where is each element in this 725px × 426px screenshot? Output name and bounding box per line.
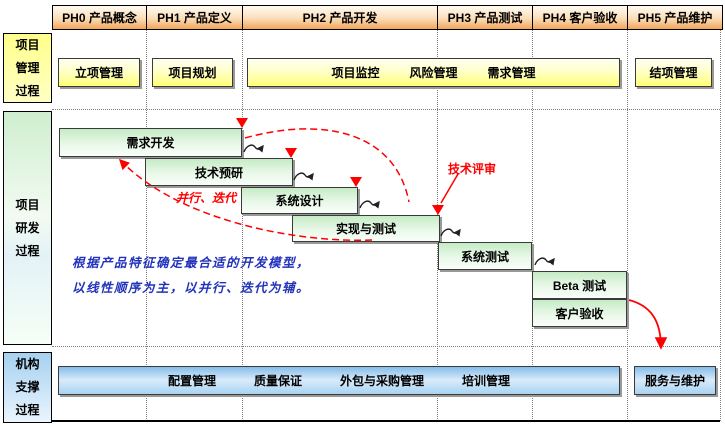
handoff-swirl-icon <box>440 228 461 237</box>
box-project-initiation: 立项管理 <box>58 58 140 87</box>
row-label-line: 研发 <box>15 220 40 235</box>
grid-vline-right-edge <box>720 30 721 421</box>
tech-review-pointer-line <box>440 173 459 204</box>
row-label-line: 机构 <box>15 357 40 371</box>
grid-vline-ph1-ph2 <box>242 30 243 421</box>
stage-requirement-development: 需求开发 <box>59 128 242 157</box>
milestone-triangle-icon <box>432 205 444 215</box>
stage-implementation-testing: 实现与测试 <box>292 215 440 242</box>
row-label-line: 项目 <box>15 197 40 212</box>
box-service-maintenance: 服务与维护 <box>634 366 716 395</box>
row-label-rnd: 项目 研发 过程 <box>3 111 52 345</box>
grid-hline-rnd-support <box>52 346 720 347</box>
bar-item-quality: 质量保证 <box>253 374 302 388</box>
phase-header-ph5: PH5 产品维护 <box>627 5 723 30</box>
tech-review-label: 技术评审 <box>448 162 497 176</box>
milestone-triangle-icon <box>285 148 297 158</box>
phase-header-ph0: PH0 产品概念 <box>52 5 147 30</box>
bar-item-risk: 风险管理 <box>409 66 458 80</box>
milestone-triangle-icon <box>350 177 362 187</box>
grid-vline-ph0-ph1 <box>146 30 147 421</box>
parallel-iteration-label: 并行、迭代 <box>176 191 237 205</box>
row-label-line: 支撑 <box>15 380 40 394</box>
phase-header-ph3: PH3 产品测试 <box>437 5 533 30</box>
to-service-arrow <box>628 299 668 350</box>
bar-item-configuration: 配置管理 <box>167 374 216 388</box>
row-label-line: 过程 <box>15 83 40 98</box>
bar-item-monitor: 项目监控 <box>331 66 380 80</box>
bar-item-requirement: 需求管理 <box>487 66 536 80</box>
box-project-closure: 结项管理 <box>635 58 712 87</box>
grid-hline-mgmt-rnd <box>52 109 720 110</box>
stage-beta-testing: Beta 测试 <box>532 271 627 299</box>
bar-project-monitoring: 项目监控 风险管理 需求管理 <box>247 58 620 87</box>
row-label-line: 管理 <box>15 60 40 75</box>
bar-support-processes: 配置管理 质量保证 外包与采购管理 培训管理 <box>58 366 620 395</box>
dev-model-note-line1: 根据产品特征确定最合适的开发模型， <box>72 255 311 270</box>
row-label-line: 项目 <box>15 37 40 52</box>
handoff-swirl-icon <box>293 172 314 181</box>
stage-customer-acceptance: 客户验收 <box>532 299 627 327</box>
diagram-bottom-border <box>3 420 720 422</box>
handoff-swirl-icon <box>534 257 555 266</box>
row-label-line: 过程 <box>15 243 40 258</box>
row-label-management: 项目 管理 过程 <box>3 33 52 103</box>
grid-vline-ph4-ph5 <box>627 30 628 421</box>
stage-system-testing: 系统测试 <box>438 242 532 270</box>
phase-header-ph1: PH1 产品定义 <box>146 5 243 30</box>
bar-item-training: 培训管理 <box>462 374 511 388</box>
box-project-planning: 项目规划 <box>152 58 233 87</box>
phase-header-ph4: PH4 客户验收 <box>532 5 628 30</box>
grid-vline-ph3-ph4 <box>532 30 533 421</box>
phase-header-ph2: PH2 产品开发 <box>242 5 438 30</box>
stage-technology-preresearch: 技术预研 <box>145 158 293 186</box>
stage-system-design: 系统设计 <box>241 187 358 214</box>
row-label-line: 过程 <box>15 403 40 417</box>
handoff-swirl-icon <box>243 144 264 153</box>
row-label-support: 机构 支撑 过程 <box>3 352 52 423</box>
bar-item-outsourcing: 外包与采购管理 <box>340 374 425 388</box>
dev-model-note-line2: 以线性顺序为主，以并行、迭代为辅。 <box>72 280 311 295</box>
handoff-swirl-icon <box>359 200 380 209</box>
